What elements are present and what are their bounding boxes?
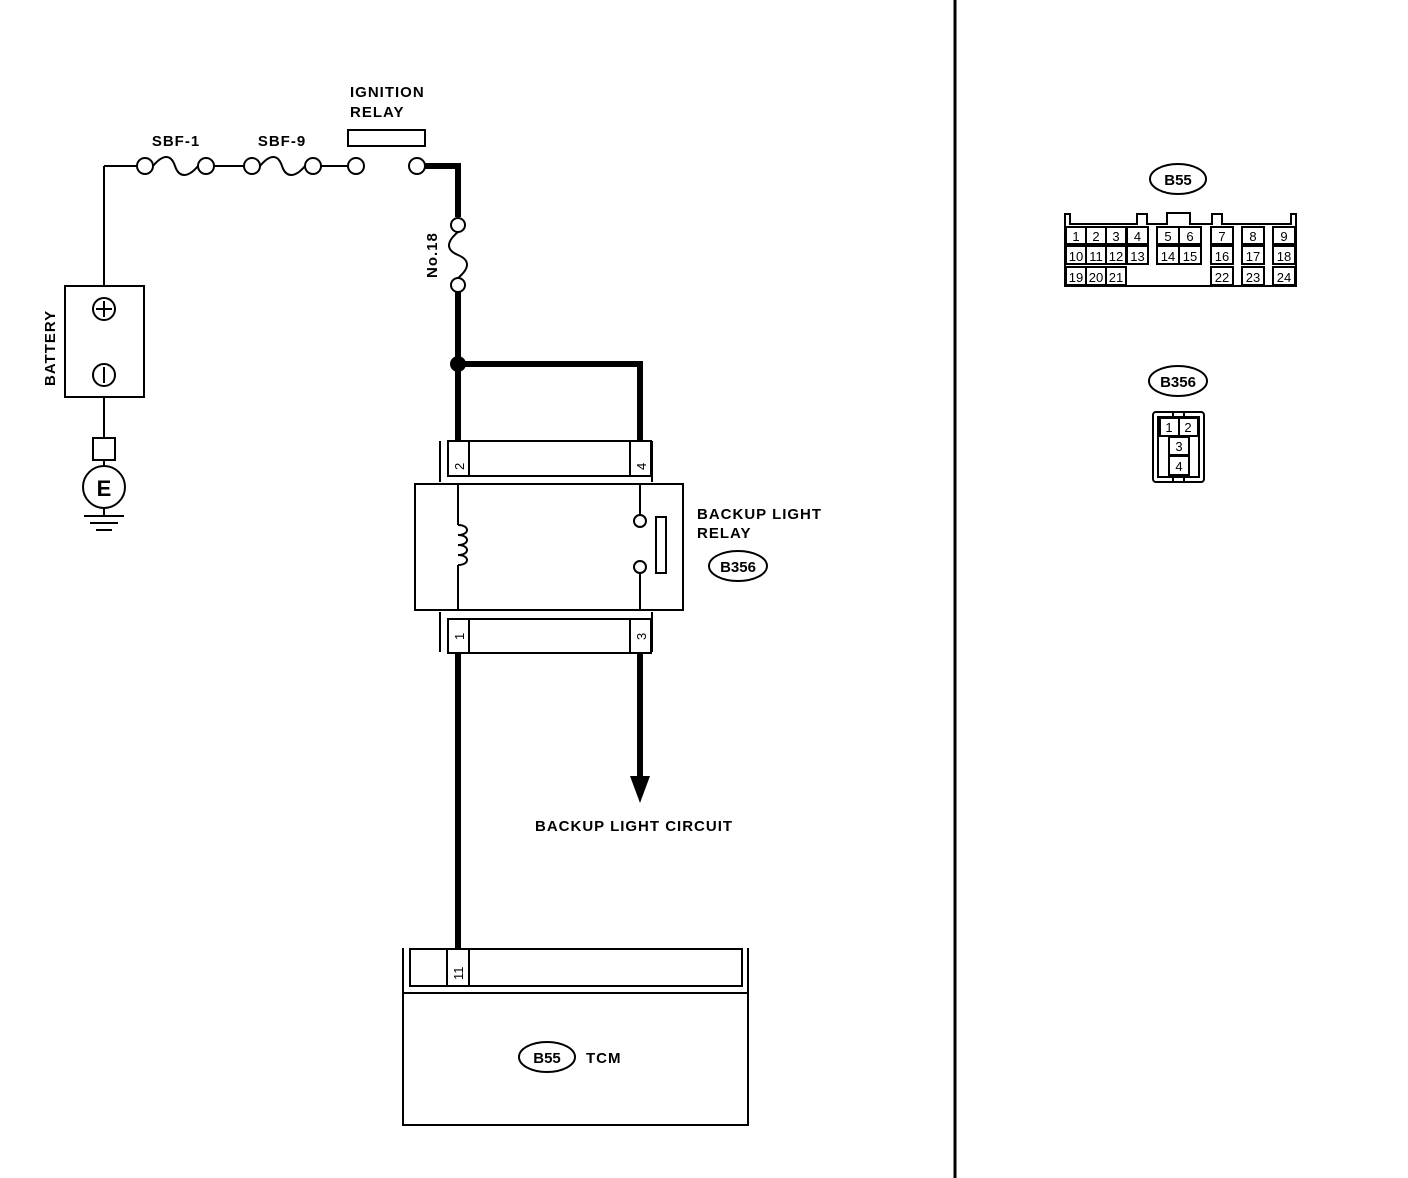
b55-cell [1210,226,1234,245]
b55-pin-10: 10 [1069,249,1083,264]
b55-pin-24: 24 [1277,270,1291,285]
b55-pin-13: 13 [1130,249,1144,264]
relay-pin-2: 2 [452,463,467,470]
b55-cell [1272,245,1296,265]
wire-junction-to-pin4 [458,361,643,442]
battery-label: BATTERY [42,310,59,386]
ground-terminal: E [82,437,126,531]
relay-pin-1: 1 [452,633,467,640]
ground-label: E [97,476,112,501]
b55-cell [1272,226,1296,245]
b356-view-label: B356 [1160,374,1196,391]
b55-pin-7: 7 [1218,229,1225,244]
ignition-relay-label-1: IGNITION [350,84,425,101]
backup-light-relay: 2 4 1 3 BACKUP LIGHT RELAY B356 [414,440,822,654]
backup-circuit-arrow [630,776,650,803]
fuse-sbf1: SBF-1 [136,133,215,176]
b55-pin-20: 20 [1089,270,1103,285]
b356-pin-4: 4 [1175,459,1182,474]
b55-pin-21: 21 [1109,270,1123,285]
b356-pin-3: 3 [1175,439,1182,454]
tcm-connector-label: B55 [533,1050,561,1067]
relay-pin-4: 4 [634,463,649,470]
b55-cell [1210,245,1234,265]
tcm-connector-badge [518,1041,576,1073]
b55-pin-5: 5 [1164,229,1171,244]
b356-pin-2: 2 [1184,420,1191,435]
b55-pin-8: 8 [1249,229,1256,244]
b55-cell [1126,226,1149,245]
b55-pin-23: 23 [1246,270,1260,285]
b55-pin-3: 3 [1112,229,1119,244]
b55-pin-9: 9 [1280,229,1287,244]
b55-cell [1241,226,1265,245]
b55-cell [1126,245,1149,265]
fuse-no18-label: No.18 [424,232,441,278]
b55-view-label: B55 [1164,172,1192,189]
tcm-label: TCM [586,1050,622,1067]
b55-pin-19: 19 [1069,270,1083,285]
b55-pin-6: 6 [1186,229,1193,244]
b55-pin-1: 1 [1072,229,1079,244]
b55-cell [1178,226,1202,245]
b55-pin-16: 16 [1215,249,1229,264]
tcm-pin-11: 11 [451,967,466,981]
b55-pin-22: 22 [1215,270,1229,285]
b55-pin-17: 17 [1246,249,1260,264]
b356-pin-1: 1 [1165,420,1172,435]
b55-pin-14: 14 [1161,249,1175,264]
b55-cell [1210,266,1234,286]
backup-light-circuit-label: BACKUP LIGHT CIRCUIT [535,818,733,835]
relay-pin-3: 3 [634,633,649,640]
b55-pin-15: 15 [1183,249,1197,264]
b55-pin-2: 2 [1092,229,1099,244]
b55-pin-11: 11 [1089,249,1103,264]
b55-cell [1105,266,1127,286]
fuse-sbf9: SBF-9 [243,133,322,176]
wire-ignition-out [425,163,461,217]
sbf9-label: SBF-9 [258,133,306,150]
battery: BATTERY [42,285,145,398]
backup-relay-connector-label: B356 [720,559,756,576]
ignition-relay-label-2: RELAY [350,104,404,121]
backup-relay-label-2: RELAY [697,525,751,542]
b55-cell [1272,266,1296,286]
b55-cell [1178,245,1202,265]
b55-pin-4: 4 [1134,229,1141,244]
backup-relay-connector-badge [708,550,768,582]
connector-b356-view: B356 1 2 3 4 [1148,365,1208,483]
sbf1-label: SBF-1 [152,133,200,150]
b55-cell [1241,266,1265,286]
tcm-module: 11 B55 TCM [402,948,749,1126]
ignition-relay: IGNITION RELAY [347,84,426,175]
b55-pin-18: 18 [1277,249,1291,264]
fuse-no18: No.18 [424,217,468,293]
backup-relay-label-1: BACKUP LIGHT [697,506,822,523]
b55-pin-12: 12 [1109,249,1123,264]
b55-cell [1241,245,1265,265]
